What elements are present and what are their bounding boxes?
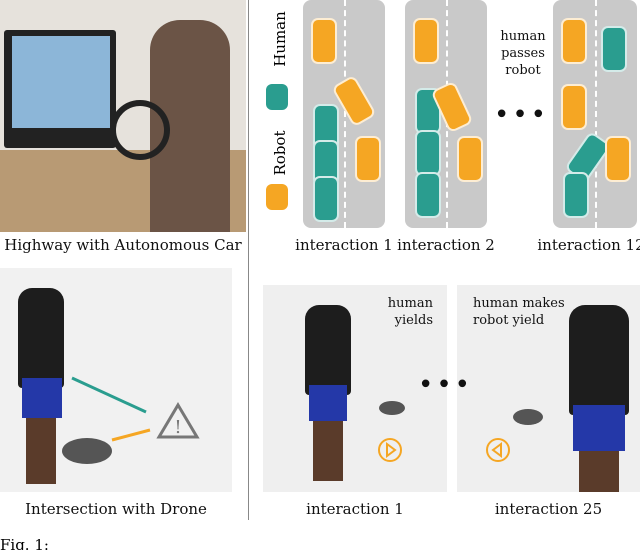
label-bottom-interaction-25: interaction 25 <box>494 500 603 518</box>
play-left-icon <box>486 438 510 462</box>
annotation-human-yields: human yields <box>387 296 433 328</box>
caption-drone: Intersection with Drone <box>25 500 207 518</box>
warning-triangle-icon: ! <box>156 402 200 439</box>
ellipsis-bottom: ••• <box>418 370 474 400</box>
caption-highway: Highway with Autonomous Car <box>4 236 242 254</box>
road-interaction-12 <box>553 0 637 228</box>
photo-interaction-1: human yields <box>263 285 447 492</box>
road-interaction-2 <box>405 0 487 228</box>
figure-caption: Fig. 1: <box>0 536 49 550</box>
svg-text:!: ! <box>174 417 181 438</box>
label-interaction-2: interaction 2 <box>397 236 495 254</box>
legend-human-swatch <box>266 84 288 110</box>
photo-driving-simulator <box>0 0 246 232</box>
photo-drone-intersection: ! <box>0 268 232 492</box>
annotation-human-makes-robot-yield: human makes robot yield <box>473 296 565 328</box>
road-interaction-1 <box>303 0 385 228</box>
annotation-human-passes-robot: human passes robot <box>496 28 550 79</box>
photo-interaction-25: human makes robot yield <box>457 285 640 492</box>
ellipsis-top: ••• <box>494 100 550 130</box>
legend-human-label: Human <box>271 11 289 67</box>
label-bottom-interaction-1: interaction 1 <box>306 500 404 518</box>
label-interaction-12: interaction 12 <box>537 236 640 254</box>
arrows <box>71 376 151 442</box>
legend-robot-label: Robot <box>271 130 289 176</box>
play-right-icon <box>378 438 402 462</box>
divider <box>248 0 249 520</box>
label-interaction-1: interaction 1 <box>295 236 393 254</box>
legend-robot-swatch <box>266 184 288 210</box>
